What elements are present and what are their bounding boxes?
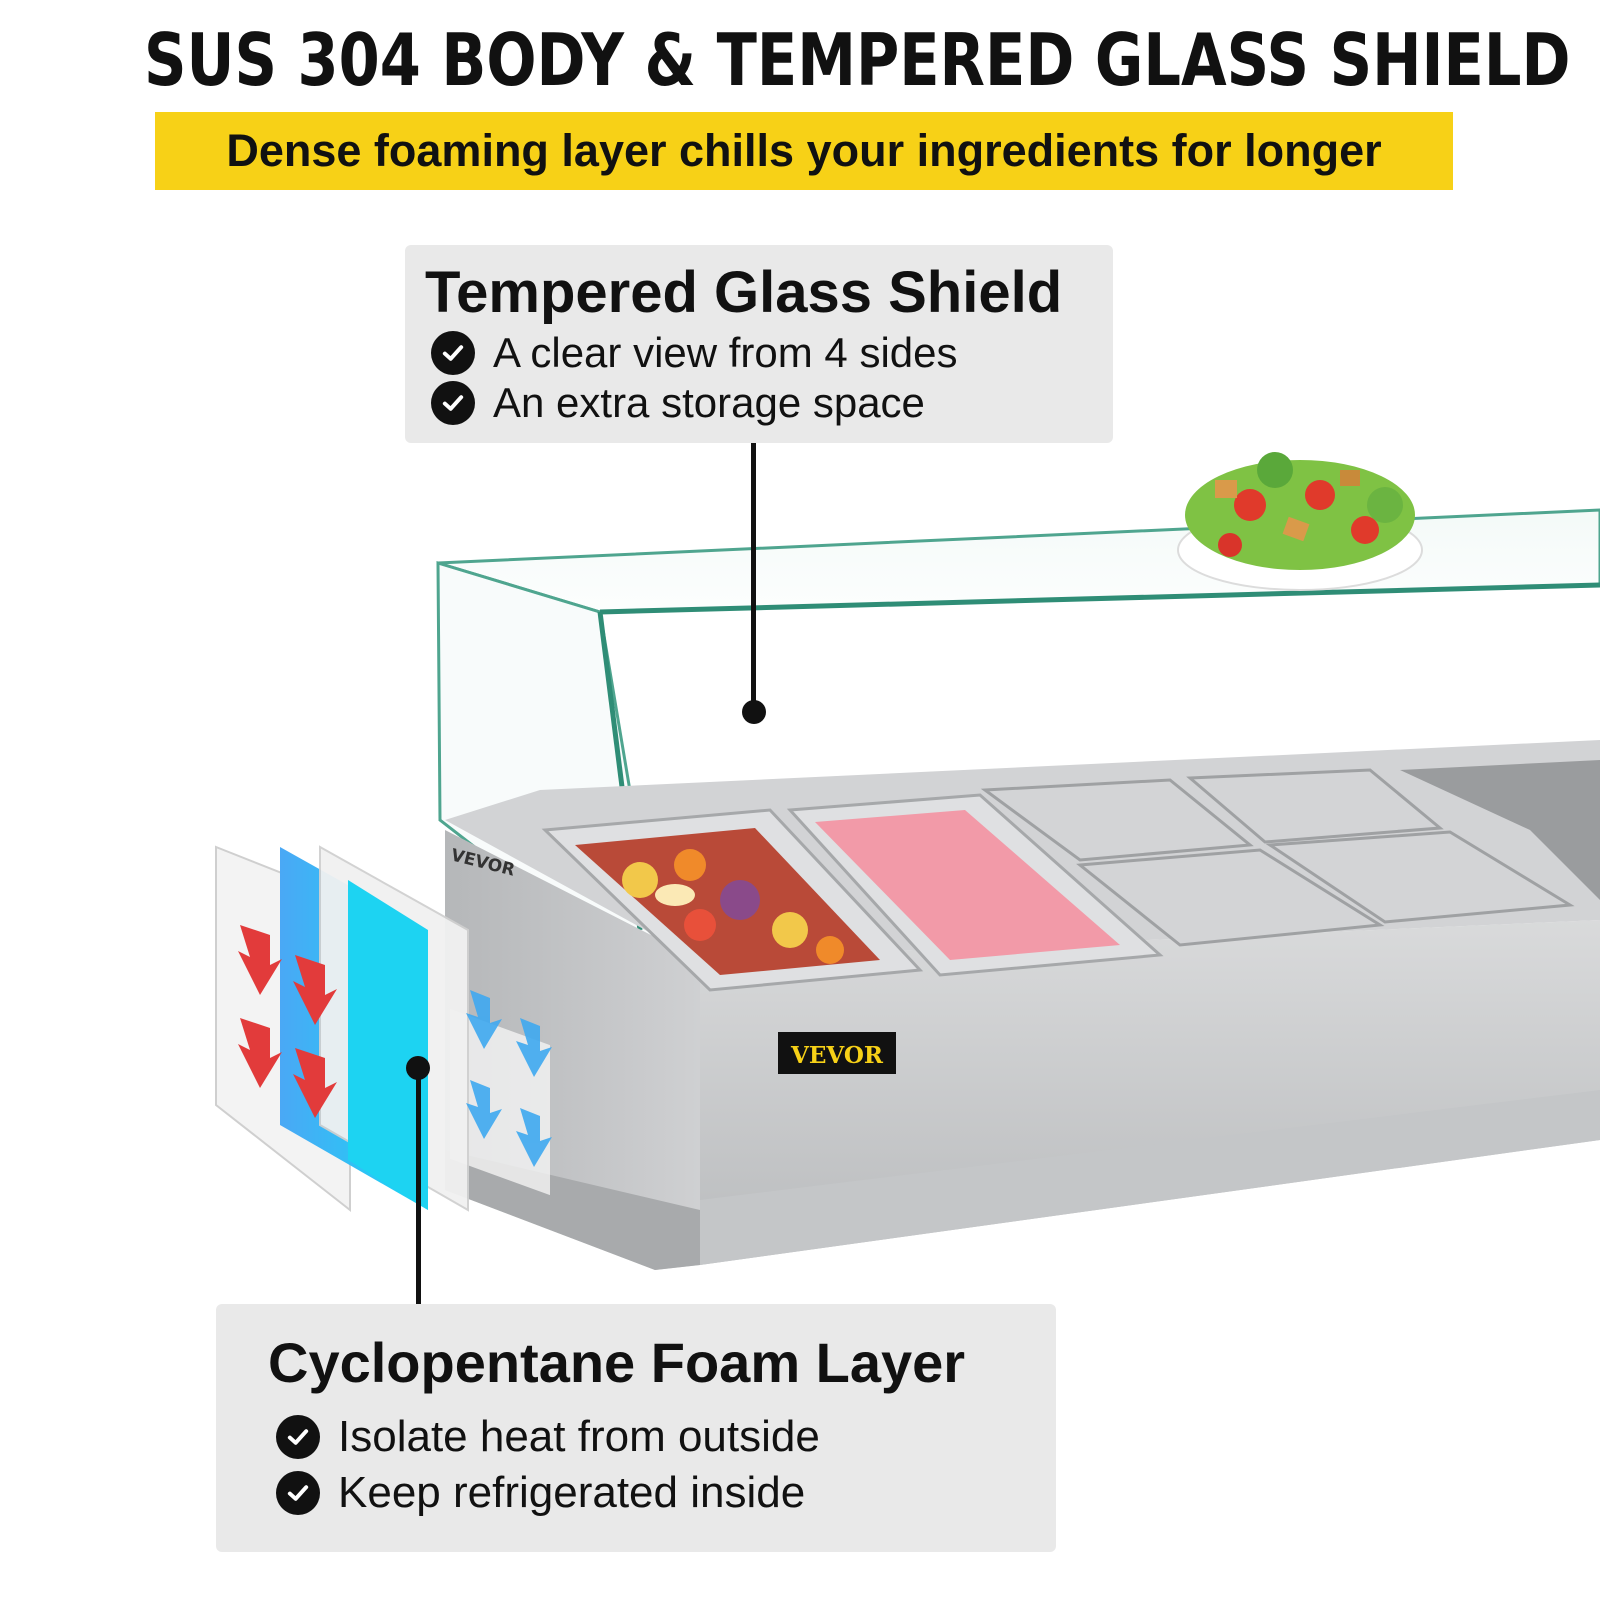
food-pans	[541, 760, 1600, 992]
salad-plate	[1177, 452, 1423, 591]
heat-arrows	[238, 925, 337, 1118]
cold-arrows	[466, 990, 552, 1167]
foam-leader-line	[416, 1068, 421, 1304]
check-icon	[276, 1471, 320, 1515]
glass-bullet-2: An extra storage space	[431, 379, 925, 427]
glass-leader-line	[751, 443, 756, 711]
foam-leader-dot	[406, 1056, 430, 1080]
yellow-banner: Dense foaming layer chills your ingredie…	[155, 112, 1453, 190]
foam-bullet-2: Keep refrigerated inside	[276, 1468, 805, 1518]
check-icon	[431, 381, 475, 425]
check-icon	[431, 331, 475, 375]
glass-bullet-1-text: A clear view from 4 sides	[493, 329, 958, 376]
foam-title: Cyclopentane Foam Layer	[268, 1331, 966, 1394]
brand-badge: VEVOR	[778, 1032, 896, 1074]
check-icon	[276, 1415, 320, 1459]
banner-text: Dense foaming layer chills your ingredie…	[226, 125, 1382, 176]
headline: SUS 304 BODY & TEMPERED GLASS SHIELD	[144, 18, 1571, 102]
foam-bullet-2-text: Keep refrigerated inside	[338, 1468, 806, 1517]
foam-callout: Cyclopentane Foam Layer Isolate heat fro…	[216, 1304, 1056, 1552]
glass-bullet-2-text: An extra storage space	[493, 379, 925, 426]
glass-leader-dot	[742, 700, 766, 724]
brand-badge-text: VEVOR	[790, 1042, 884, 1069]
foam-bullet-1: Isolate heat from outside	[276, 1412, 820, 1462]
glass-shield-title: Tempered Glass Shield	[425, 260, 1063, 325]
glass-shield-callout: Tempered Glass Shield A clear view from …	[405, 245, 1113, 443]
foam-bullet-1-text: Isolate heat from outside	[338, 1412, 820, 1461]
insulation-layers	[215, 845, 552, 1213]
glass-bullet-1: A clear view from 4 sides	[431, 329, 958, 377]
